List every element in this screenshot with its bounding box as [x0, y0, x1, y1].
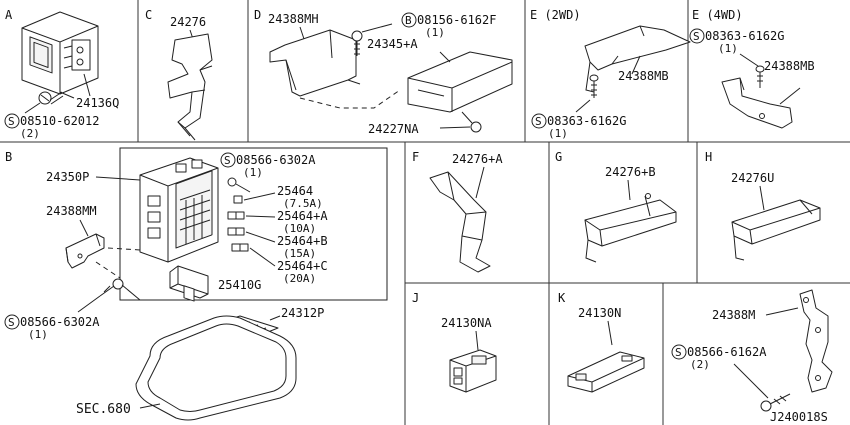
fuse-block-outline	[119, 147, 388, 301]
section-label-e-2wd: E (2WD)	[530, 8, 581, 22]
bracket-e2wd-drawing	[584, 25, 691, 93]
svg-text:S: S	[675, 346, 682, 359]
part-label: 24227NA	[368, 122, 419, 136]
relay-box-drawing	[21, 11, 99, 95]
screw-part-label: 08566-6302A	[236, 153, 316, 167]
fuse-amperage-label: (7.5A)	[283, 197, 323, 210]
section-label-f: F	[412, 150, 419, 164]
bolt-part-label: 08156-6162F	[417, 13, 496, 27]
quantity-label: (1)	[243, 166, 263, 179]
bracket-c-drawing	[167, 33, 213, 141]
svg-text:S: S	[535, 115, 542, 128]
fuse-part-label: 25464+C	[277, 259, 328, 273]
section-label-k: K	[558, 291, 566, 305]
section-label-e-4wd: E (4WD)	[692, 8, 743, 22]
quantity-label: (1)	[718, 42, 738, 55]
fuse-amperage-label: (15A)	[283, 247, 316, 260]
part-label: 24388MM	[46, 204, 97, 218]
part-label: 24350P	[46, 170, 89, 184]
screw-icon	[760, 393, 791, 412]
drawing-id: J240018S	[770, 410, 828, 424]
part-label: 24130NA	[441, 316, 492, 330]
screw-symbol-icon: S	[689, 28, 705, 44]
part-label: 24130N	[578, 306, 621, 320]
part-label: 24136Q	[76, 96, 119, 110]
connector-j-drawing	[449, 349, 497, 393]
cover-drawing	[407, 51, 513, 113]
bracket-m-drawing	[799, 289, 833, 393]
screw-symbol-icon: S	[4, 314, 20, 330]
screw-symbol-icon: S	[671, 344, 687, 360]
frame-drawing	[135, 315, 297, 421]
bolt-icon	[351, 30, 363, 56]
part-label: 24345+A	[367, 37, 418, 51]
quantity-label: (2)	[20, 127, 40, 140]
screw-icon	[38, 91, 64, 105]
quantity-label: (1)	[548, 127, 568, 140]
fuse-block-drawing	[139, 157, 219, 263]
screw-part-label: 08363-6162G	[547, 114, 626, 128]
part-label: 24276+A	[452, 152, 503, 166]
svg-text:S: S	[224, 154, 231, 167]
section-label-d: D	[254, 8, 261, 22]
fuse-amperage-label: (20A)	[283, 272, 316, 285]
section-reference-label: SEC.680	[76, 402, 131, 417]
part-label: 24388MB	[764, 59, 815, 73]
bracket-f-drawing	[429, 171, 491, 273]
section-label-h: H	[705, 150, 712, 164]
svg-text:S: S	[693, 30, 700, 43]
fuse-part-label: 25464+A	[277, 209, 328, 223]
screw-icon	[99, 278, 124, 297]
fuse-part-label: 25464	[277, 184, 313, 198]
fuse-puller-drawing	[169, 265, 209, 302]
svg-text:B: B	[405, 14, 412, 27]
bracket-d-drawing	[269, 29, 361, 97]
connector-k-drawing	[567, 351, 645, 393]
section-label-c: C	[145, 8, 152, 22]
bracket-b-drawing	[65, 233, 105, 269]
svg-text:S: S	[8, 115, 15, 128]
fuse-part-label: 25464+B	[277, 234, 328, 248]
fuse-icons	[227, 195, 249, 252]
screw-part-label: 08566-6302A	[20, 315, 100, 329]
section-label-a: A	[5, 8, 13, 22]
quantity-label: (2)	[690, 358, 710, 371]
quantity-label: (1)	[28, 328, 48, 341]
bracket-e4wd-drawing	[721, 77, 793, 129]
bolt-icon	[755, 65, 765, 88]
bracket-h-drawing	[731, 199, 821, 261]
screw-part-label: 08566-6162A	[687, 345, 767, 359]
screw-symbol-icon: S	[4, 113, 20, 129]
screw-part-label: 08510-62012	[20, 114, 99, 128]
part-label: 25410G	[218, 278, 261, 292]
part-label: 24388M	[712, 308, 755, 322]
bolt-icon	[461, 111, 482, 133]
section-label-j: J	[412, 291, 419, 305]
part-label: 24388MH	[268, 12, 319, 26]
part-label: 24276U	[731, 171, 774, 185]
screw-part-label: 08363-6162G	[705, 29, 784, 43]
fuse-amperage-label: (10A)	[283, 222, 316, 235]
screw-symbol-icon: S	[531, 113, 547, 129]
part-label: 24276+B	[605, 165, 656, 179]
bracket-g-drawing	[584, 193, 677, 263]
svg-text:S: S	[8, 316, 15, 329]
bolt-icon	[589, 74, 599, 98]
bolt-symbol-icon: B	[401, 12, 417, 28]
quantity-label: (1)	[425, 26, 445, 39]
screw-symbol-icon: S	[220, 152, 236, 168]
part-label: 24388MB	[618, 69, 669, 83]
part-label: 24276	[170, 15, 206, 29]
screw-icon	[227, 177, 251, 193]
section-label-b: B	[5, 150, 12, 164]
part-label: 24312P	[281, 306, 324, 320]
section-label-g: G	[555, 150, 562, 164]
